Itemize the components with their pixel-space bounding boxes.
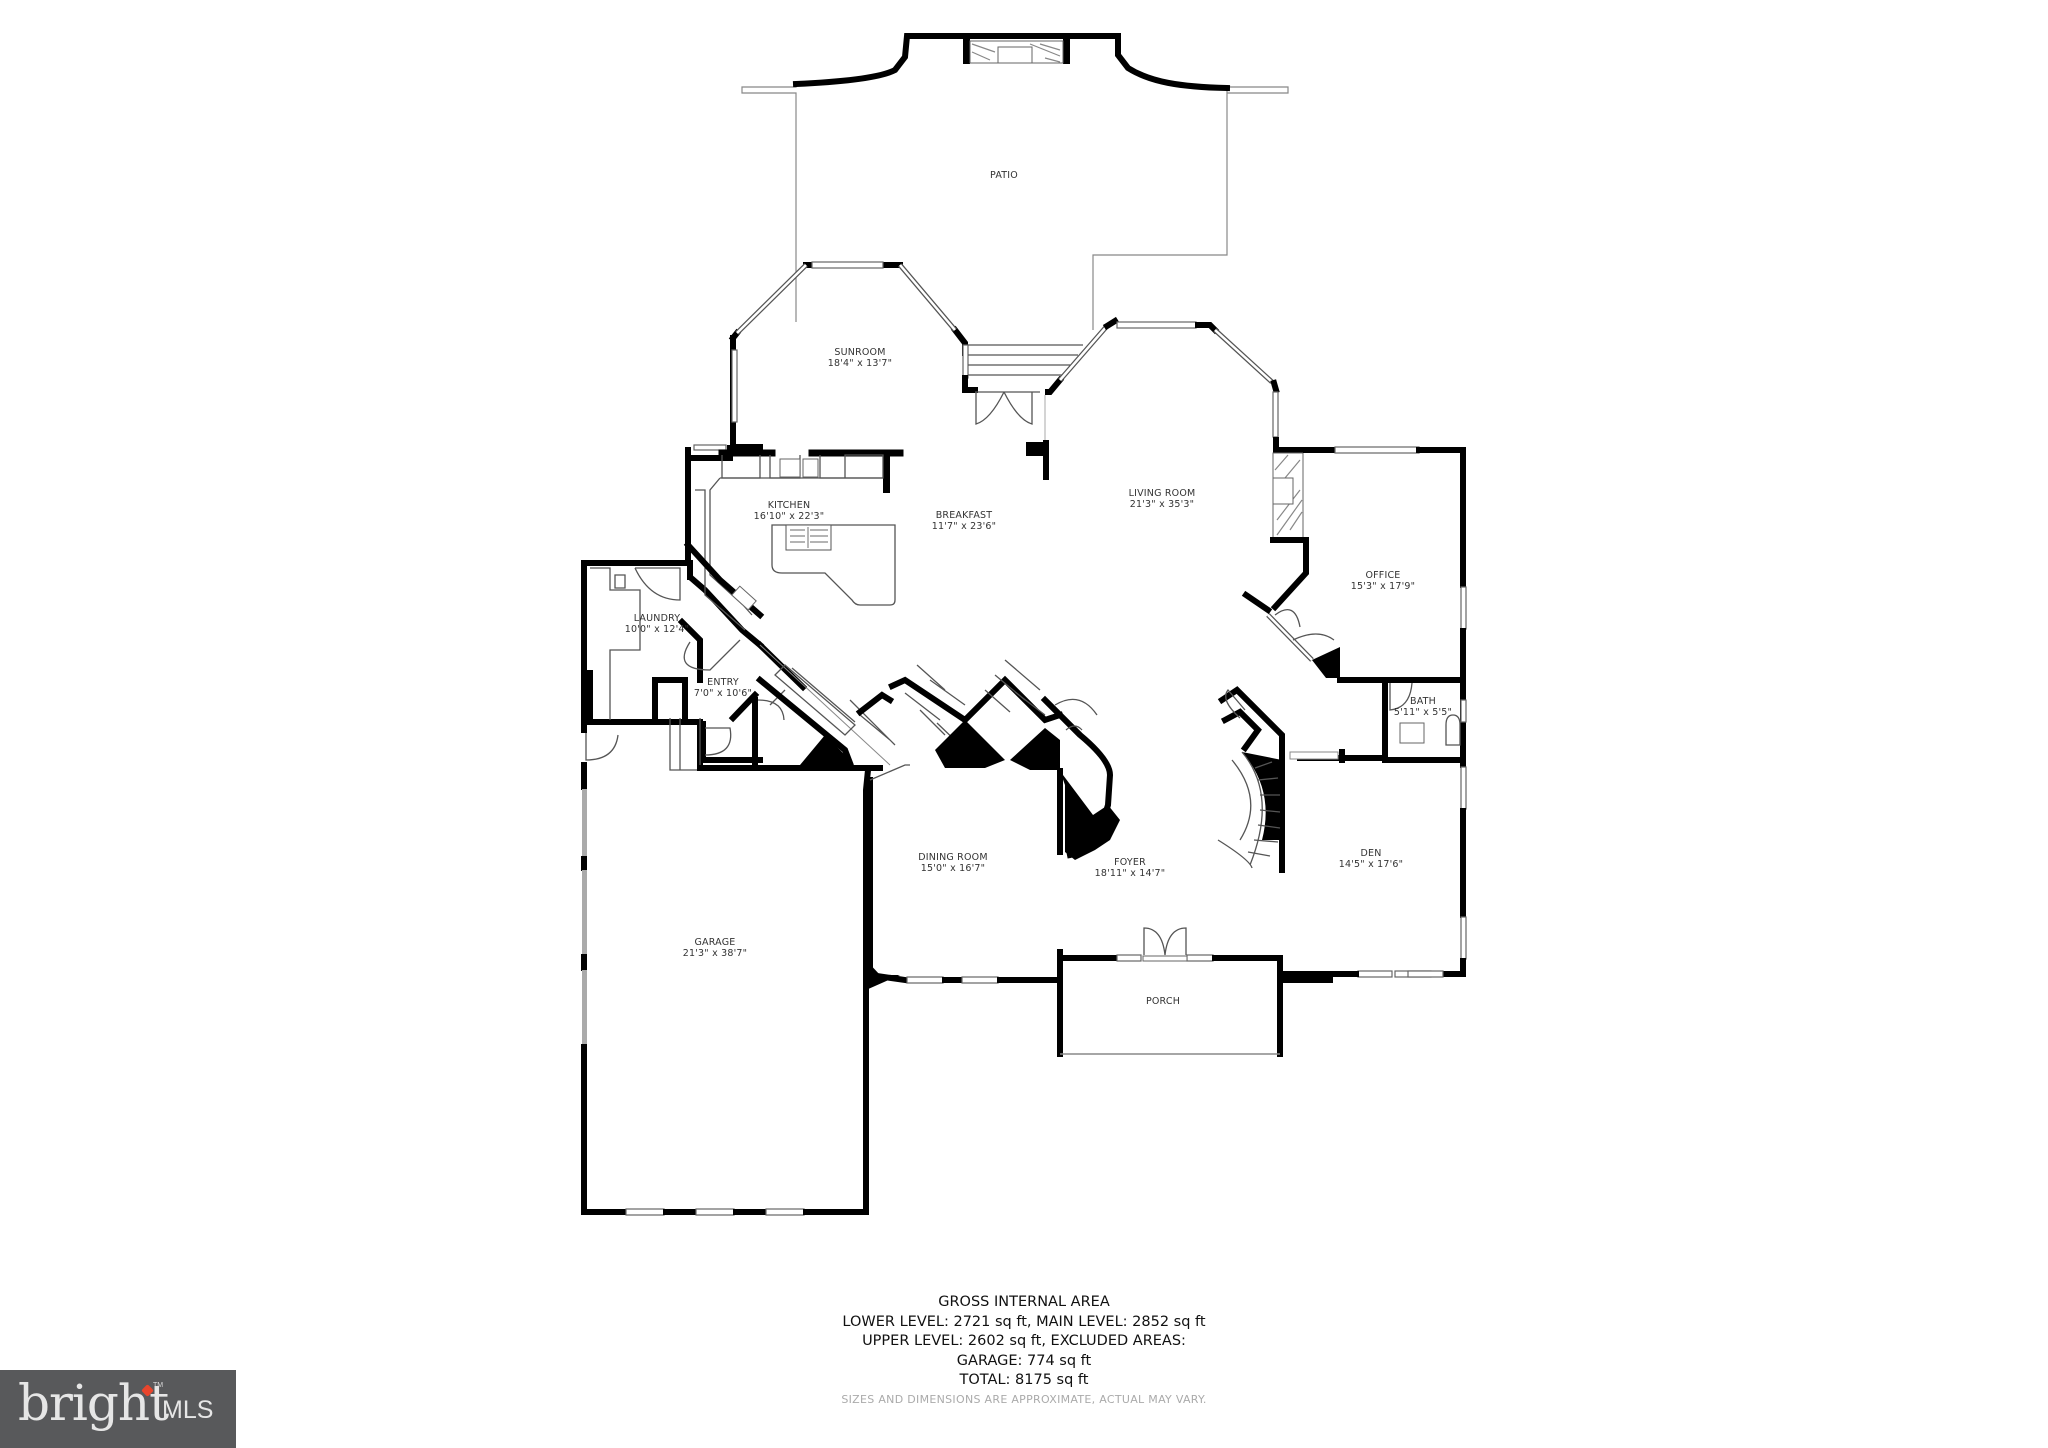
patio-area bbox=[741, 33, 1289, 330]
room-label-office: OFFICE bbox=[1365, 570, 1400, 581]
room-label-patio: PATIO bbox=[990, 170, 1018, 181]
bright-mls-logo: bright TM MLS bbox=[0, 1370, 236, 1448]
room-dims-kitchen: 16'10" x 22'3" bbox=[754, 511, 825, 522]
stair-curved bbox=[1217, 686, 1285, 873]
room-dims-sunroom: 18'4" x 13'7" bbox=[828, 358, 893, 369]
area-disclaimer: SIZES AND DIMENSIONS ARE APPROXIMATE, AC… bbox=[841, 1392, 1207, 1406]
breakfast-area bbox=[1026, 395, 1049, 480]
room-dims-entry: 7'0" x 10'6" bbox=[694, 688, 752, 699]
bath-walls bbox=[1382, 677, 1467, 763]
room-label-dining-room: DINING ROOM bbox=[918, 852, 987, 863]
room-dims-dining-room: 15'0" x 16'7" bbox=[921, 863, 986, 874]
room-label-entry: ENTRY bbox=[707, 677, 739, 688]
room-label-living-room: LIVING ROOM bbox=[1129, 488, 1196, 499]
garage-walls bbox=[581, 719, 900, 1216]
room-label-bath: BATH bbox=[1410, 696, 1436, 707]
room-dims-laundry: 10'0" x 12'4" bbox=[625, 624, 690, 635]
laundry-entry-walls bbox=[581, 560, 786, 771]
area-line-garage: GARAGE: 774 sq ft bbox=[956, 1352, 1092, 1369]
room-label-laundry: LAUNDRY bbox=[634, 613, 681, 624]
stair-zigzag bbox=[888, 659, 1064, 770]
area-line-upper: UPPER LEVEL: 2602 sq ft, EXCLUDED AREAS: bbox=[862, 1333, 1186, 1349]
room-label-breakfast: BREAKFAST bbox=[936, 510, 993, 521]
room-labels: PATIO SUNROOM 18'4" x 13'7" KITCHEN 16'1… bbox=[625, 170, 1452, 1007]
logo-trademark: TM bbox=[153, 1382, 164, 1389]
sunroom-walls bbox=[728, 261, 1109, 450]
room-label-sunroom: SUNROOM bbox=[834, 347, 885, 358]
living-room-walls bbox=[1102, 316, 1340, 678]
area-line-total: TOTAL: 8175 sq ft bbox=[959, 1372, 1089, 1388]
room-label-kitchen: KITCHEN bbox=[768, 500, 811, 511]
dining-room-walls bbox=[867, 764, 1063, 984]
porch-walls bbox=[1057, 927, 1333, 1057]
stair-dining bbox=[1040, 695, 1120, 860]
room-dims-garage: 21'3" x 38'7" bbox=[683, 948, 748, 959]
room-label-porch: PORCH bbox=[1146, 996, 1180, 1007]
gross-internal-area: GROSS INTERNAL AREA LOWER LEVEL: 2721 sq… bbox=[0, 1293, 2048, 1406]
room-dims-office: 15'3" x 17'9" bbox=[1351, 581, 1416, 592]
room-label-garage: GARAGE bbox=[695, 937, 736, 948]
area-line-levels: LOWER LEVEL: 2721 sq ft, MAIN LEVEL: 285… bbox=[842, 1313, 1206, 1330]
room-dims-den: 14'5" x 17'6" bbox=[1339, 859, 1404, 870]
room-dims-living-room: 21'3" x 35'3" bbox=[1130, 499, 1195, 510]
logo-mls: MLS bbox=[162, 1396, 214, 1424]
office-walls bbox=[1303, 446, 1467, 683]
logo-wordmark: bright bbox=[18, 1374, 169, 1432]
room-label-foyer: FOYER bbox=[1114, 857, 1146, 868]
diagonal-stair bbox=[755, 640, 896, 768]
area-title: GROSS INTERNAL AREA bbox=[938, 1294, 1110, 1310]
room-label-den: DEN bbox=[1360, 848, 1381, 859]
kitchen bbox=[683, 444, 904, 631]
room-dims-breakfast: 11'7" x 23'6" bbox=[932, 521, 997, 532]
room-dims-foyer: 18'11" x 14'7" bbox=[1095, 868, 1166, 879]
room-dims-bath: 5'11" x 5'5" bbox=[1394, 707, 1452, 718]
